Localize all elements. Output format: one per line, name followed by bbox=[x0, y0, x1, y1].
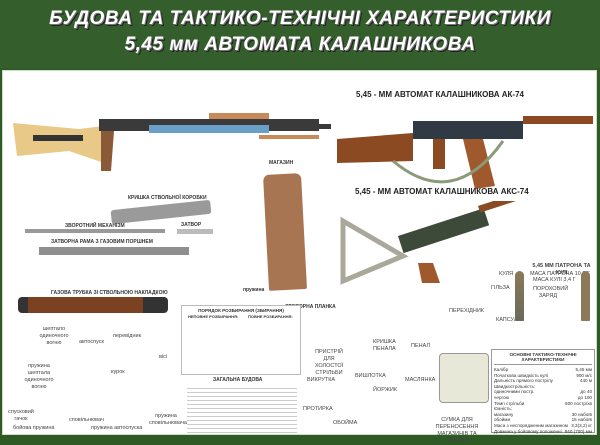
ak74-image bbox=[337, 116, 593, 189]
gastube-label: ГАЗОВА ТРУБКА ЗІ СТВОЛЬНОЮ НАКЛАДКОЮ bbox=[51, 290, 168, 296]
hammer-label: курок bbox=[111, 369, 125, 375]
retarder-spring-label: пружина сповільнювача bbox=[149, 413, 187, 426]
ak74-label: 5,45 - ММ АВТОМАТ КАЛАШНИКОВА АК-74 bbox=[356, 90, 524, 99]
auto-spring-label: пружина автоспуска bbox=[91, 425, 143, 431]
spec-row: Швидкострільність: bbox=[494, 383, 536, 389]
cutaway-rifle-diagram bbox=[13, 113, 331, 171]
aks74-image bbox=[340, 201, 547, 285]
spec-row: Ємність: bbox=[494, 406, 513, 412]
aks74-label: 5,45 - ММ АВТОМАТ КАЛАШНИКОВА АКС-74 bbox=[355, 187, 529, 196]
poster-header: БУДОВА ТА ТАКТИКО-ТЕХНІЧНІ ХАРАКТЕРИСТИК… bbox=[0, 0, 600, 68]
sear-spring-label: пружина шептала одиночного вогню bbox=[24, 363, 54, 390]
punch-label: ЙОРЖИК bbox=[373, 387, 398, 393]
bolt-carrier-image bbox=[39, 247, 189, 255]
recoil-label: ЗВОРОТНИЙ МЕХАНІЗМ bbox=[65, 223, 125, 229]
carrier-label: ЗАТВОРНА РАМА З ГАЗОВИМ ПОРШНЕМ bbox=[51, 239, 153, 245]
full-title: ПОВНЕ РОЗБИРАННЯ: bbox=[248, 314, 293, 319]
pouch-image bbox=[439, 353, 489, 403]
title-line2: 5,45 мм АВТОМАТА КАЛАШНИКОВА bbox=[124, 34, 476, 55]
case-label-c: ГІЛЬЗА bbox=[491, 285, 510, 291]
general-parts-list bbox=[187, 385, 297, 433]
retarder-label: сповільнювач bbox=[69, 417, 104, 423]
spec-row: одиночними постр.до 40 bbox=[494, 389, 592, 395]
partial-title: НЕПОВНЕ РОЗБИРАННЯ: bbox=[188, 314, 239, 319]
clip-label: ОБОЙМА bbox=[333, 420, 358, 426]
specs-title: ОСНОВНІ ТАКТИКО-ТЕХНІЧНІ ХАРАКТЕРИСТИКИ bbox=[494, 352, 592, 365]
case-cap-label: КРИШКА ПЕНАЛА bbox=[373, 339, 396, 352]
procedure-title: ПОРЯДОК РОЗБИРАННЯ (ЗБИРАННЯ) bbox=[198, 308, 284, 313]
specs-table: ОСНОВНІ ТАКТИКО-ТЕХНІЧНІ ХАРАКТЕРИСТИКИ … bbox=[491, 349, 595, 434]
selector-label: перевідник bbox=[113, 333, 142, 339]
powder-label: ПОРОХОВИЙ ЗАРЯД bbox=[533, 286, 569, 299]
cartridge-image bbox=[515, 271, 524, 321]
procedure-box: ПОРЯДОК РОЗБИРАННЯ (ЗБИРАННЯ) НЕПОВНЕ РО… bbox=[181, 305, 301, 375]
cover-label: КРИШКА СТВОЛЬНОЇ КОРОБКИ bbox=[128, 195, 207, 201]
primer-label: КАПСУЛЬ bbox=[496, 317, 522, 323]
cartridge-image-2 bbox=[581, 271, 590, 321]
gas-tube-image bbox=[18, 297, 168, 313]
trigger-label: спусковий гачок bbox=[8, 409, 34, 422]
title-line1: БУДОВА ТА ТАКТИКО-ТЕХНІЧНІ ХАРАКТЕРИСТИК… bbox=[49, 8, 551, 29]
main-spring-label: бойова пружина bbox=[13, 425, 55, 431]
general-title: ЗАГАЛЬНА БУДОВА bbox=[213, 377, 263, 383]
bolt-image bbox=[177, 229, 213, 234]
magazine-image bbox=[262, 173, 308, 291]
cartridge-title: 5,45 ММ ПАТРОНА ТА КУЛІ bbox=[532, 263, 591, 276]
blank-device-label-2: ПРИСТРІЙ ДЛЯ ХОЛОСТОЇ СТРІЛЬБИ bbox=[314, 349, 344, 376]
recoil-spring-image bbox=[25, 229, 165, 233]
bullet-label: КУЛЯ bbox=[499, 271, 514, 277]
poster-panel: 5,45 - ММ АВТОМАТ КАЛАШНИКОВА АК-74 5,45… bbox=[2, 70, 597, 444]
screwdriver-label: ВИКРУТКА bbox=[307, 377, 336, 383]
cartridge-mass: МАСА ПАТРОНА 10,2 Г bbox=[530, 271, 590, 277]
plate-label: СТОПОРНА ПЛАНКА bbox=[285, 304, 336, 310]
rod-label: ПРОТИРКА bbox=[303, 406, 333, 412]
sear-label: шептало одиночного вогню bbox=[39, 326, 69, 346]
brush-label: ВИШЛОТКА bbox=[355, 373, 386, 379]
spring-label: пружина bbox=[243, 287, 265, 293]
bullet-mass: МАСА КУЛІ 3,4 Г bbox=[533, 277, 576, 283]
adapter-label: ПЕРЕХІДНИК bbox=[449, 308, 485, 314]
magazine-label: МАГАЗИН bbox=[269, 160, 294, 166]
receiver-cover-image bbox=[110, 199, 212, 225]
axes-label: вісі bbox=[159, 354, 168, 360]
pouch-label: СУМКА ДЛЯ ПЕРЕНОСЕННЯ МАГАЗИНІВ ТА ОБОЙМ bbox=[435, 417, 479, 444]
bolt-label: ЗАТВОР bbox=[181, 222, 202, 228]
autosear-label: автоспуск bbox=[79, 339, 104, 345]
case-label: ПЕНАЛ bbox=[411, 343, 430, 349]
oiler-label: МАСЛЯНКА bbox=[405, 377, 436, 383]
